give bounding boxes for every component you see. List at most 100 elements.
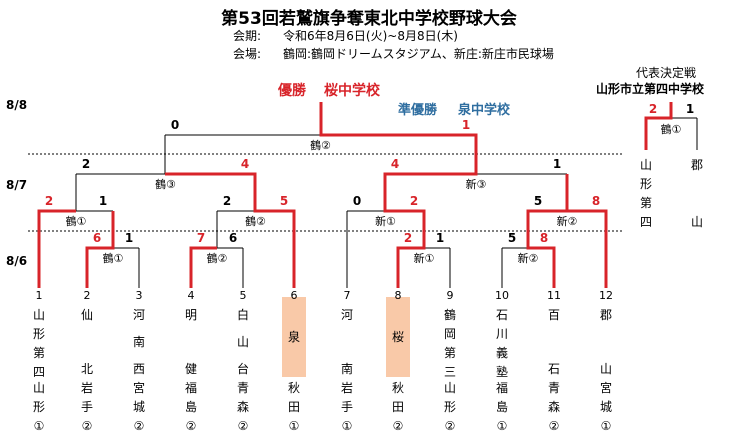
champion-label: 優勝 bbox=[278, 83, 306, 99]
rep-right-team: 郡山 bbox=[690, 158, 703, 229]
team-number: 12 bbox=[599, 289, 613, 302]
team-name: 石川義塾 bbox=[495, 308, 508, 379]
rep-team: 山形市立第四中学校 bbox=[596, 82, 705, 96]
runner-up-highlight bbox=[282, 297, 306, 377]
game-venue: 新② bbox=[556, 215, 578, 228]
runner-up-label: 準優勝 bbox=[398, 103, 438, 118]
champion-name: 桜中学校 bbox=[324, 83, 380, 99]
team-number: 3 bbox=[135, 289, 143, 302]
game-venue: 鶴② bbox=[206, 252, 228, 265]
date-label-first: 8/6 bbox=[6, 254, 28, 268]
game-score-right: 5 bbox=[279, 194, 289, 208]
team-name: 明 bbox=[184, 308, 197, 322]
team-seed: ② bbox=[392, 419, 404, 433]
team-number: 2 bbox=[83, 289, 91, 302]
venue-text: 鶴岡:鶴岡ドリームスタジアム、新庄:新庄市民球場 bbox=[283, 47, 554, 61]
team-seed: ① bbox=[33, 419, 45, 433]
game-score-left: 7 bbox=[196, 231, 206, 245]
team-number: 11 bbox=[547, 289, 561, 302]
rep-title: 代表決定戦 bbox=[636, 66, 697, 80]
team-name: 郡 bbox=[599, 308, 612, 322]
period-text: 令和6年8月6日(火)~8月8日(木) bbox=[283, 29, 458, 43]
team-seed: ② bbox=[444, 419, 456, 433]
game-score-right: 1 bbox=[435, 231, 445, 245]
date-label-final: 8/8 bbox=[6, 98, 28, 112]
team-number: 7 bbox=[343, 289, 351, 302]
champion-highlight bbox=[386, 297, 410, 377]
team-name: 百 bbox=[547, 308, 560, 322]
team-name: 白山 bbox=[236, 308, 249, 349]
game-score-left: 0 bbox=[352, 194, 362, 208]
page-title: 第53回若鷲旗争奪東北中学校野球大会 bbox=[221, 9, 517, 29]
game-score-left: 2 bbox=[222, 194, 232, 208]
team-number: 4 bbox=[187, 289, 195, 302]
team-seed: ① bbox=[496, 419, 508, 433]
game-score-right: 4 bbox=[240, 157, 250, 171]
team-seed: ① bbox=[288, 419, 300, 433]
game-score-right: 1 bbox=[124, 231, 134, 245]
game-venue: 鶴② bbox=[245, 215, 266, 228]
game-score-left: 6 bbox=[92, 231, 102, 245]
team-seed: ① bbox=[600, 419, 612, 433]
team-number: 6 bbox=[290, 289, 298, 302]
team-number: 1 bbox=[35, 289, 43, 302]
team-seed: ② bbox=[185, 419, 197, 433]
team-seed: ① bbox=[341, 419, 353, 433]
period-label: 会期: bbox=[233, 29, 262, 43]
game-score-right: 1 bbox=[461, 118, 471, 132]
game-score-right: 6 bbox=[228, 231, 238, 245]
game-venue: 新③ bbox=[465, 178, 487, 191]
game-venue: 新② bbox=[517, 252, 539, 265]
game-score-left: 5 bbox=[507, 231, 517, 245]
team-name: 泉 bbox=[287, 330, 300, 344]
game-score-left: 5 bbox=[533, 194, 543, 208]
game-venue: 新① bbox=[375, 215, 396, 228]
game-score-left: 0 bbox=[170, 118, 180, 132]
game-score-left: 2 bbox=[81, 157, 91, 171]
rep-score-left: 2 bbox=[648, 102, 658, 116]
team-name: 鶴岡第三 bbox=[443, 308, 456, 379]
runner-up-name: 泉中学校 bbox=[458, 103, 511, 118]
game-score-left: 4 bbox=[390, 157, 400, 171]
team-name: 仙 bbox=[80, 308, 93, 322]
team-name: 桜 bbox=[391, 330, 404, 344]
team-number: 10 bbox=[495, 289, 509, 302]
game-score-right: 8 bbox=[539, 231, 549, 245]
game-score-left: 2 bbox=[44, 194, 54, 208]
team-name: 河 bbox=[340, 308, 353, 322]
team-seed: ② bbox=[81, 419, 93, 433]
team-number: 9 bbox=[446, 289, 454, 302]
game-venue: 鶴① bbox=[102, 252, 124, 265]
team-seed: ② bbox=[237, 419, 249, 433]
game-score-right: 1 bbox=[552, 157, 562, 171]
team-number: 5 bbox=[239, 289, 247, 302]
game-venue: 新① bbox=[413, 252, 435, 265]
rep-venue: 鶴① bbox=[660, 123, 682, 136]
game-score-right: 1 bbox=[98, 194, 108, 208]
game-venue: 鶴③ bbox=[155, 178, 176, 191]
game-score-right: 2 bbox=[409, 194, 419, 208]
rep-score-right: 1 bbox=[685, 102, 695, 116]
team-name: 山形第四 bbox=[32, 308, 45, 379]
team-name: 河南 bbox=[132, 308, 145, 349]
team-seed: ② bbox=[548, 419, 560, 433]
game-venue: 鶴② bbox=[310, 139, 331, 152]
team-number: 8 bbox=[394, 289, 402, 302]
rep-left-team: 山形第四 bbox=[639, 158, 652, 229]
date-label-semi: 8/7 bbox=[6, 178, 28, 192]
game-score-left: 2 bbox=[403, 231, 413, 245]
team-seed: ② bbox=[133, 419, 145, 433]
